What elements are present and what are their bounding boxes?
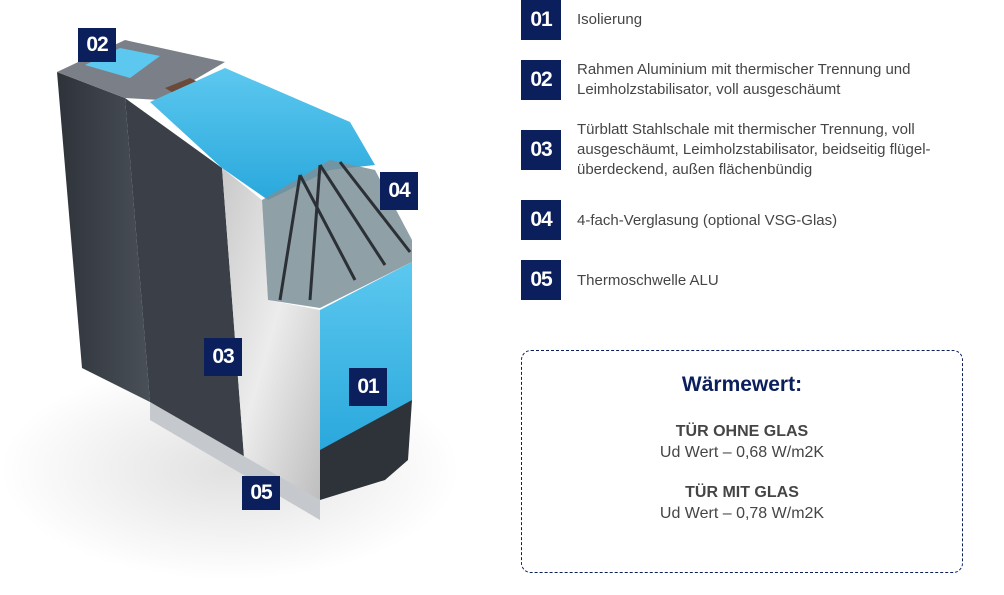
thermal-title: Wärmewert: [681,373,803,396]
with-glass-value: Ud Wert – 0,78 W/m2K [659,505,825,522]
legend-badge: 02 [521,60,561,100]
callout-badge-04: 04 [380,172,418,210]
frame-side-face [125,98,245,470]
legend-badge: 04 [521,200,561,240]
legend-text: Türblatt Stahlschale mit thermischer Tre… [577,121,931,178]
callout-badge-02: 02 [78,28,116,62]
callout-badge-03: 03 [204,338,242,376]
legend-text: Thermoschwelle ALU [577,272,719,289]
without-glass-value: Ud Wert – 0,68 W/m2K [659,444,825,461]
callout-badge-01: 01 [349,368,387,406]
legend-badge: 01 [521,0,561,40]
steel-face [222,168,320,505]
leaf-front-insulation [320,262,412,450]
legend-badge: 03 [521,130,561,170]
frame-top-insulation [85,48,160,78]
legend-badge: 05 [521,260,561,300]
glass-unit [262,160,412,308]
callout-badge-05: 05 [242,476,280,510]
with-glass-label: TÜR MIT GLAS [685,484,799,501]
legend-text: 4-fach-Verglasung (optional VSG-Glas) [577,212,838,229]
bottom-profile [320,400,412,500]
glass-panes [278,161,412,301]
legend-text: Rahmen Aluminium mit thermischer Trennun… [577,61,911,98]
legend-text: Isolierung [577,11,643,28]
without-glass-label: TÜR OHNE GLAS [675,423,809,440]
door-cross-section-illustration [0,40,460,580]
thermal-value-box: Wärmewert: TÜR OHNE GLAS Ud Wert – 0,68 … [521,350,963,573]
frame-outer-face [57,72,150,402]
